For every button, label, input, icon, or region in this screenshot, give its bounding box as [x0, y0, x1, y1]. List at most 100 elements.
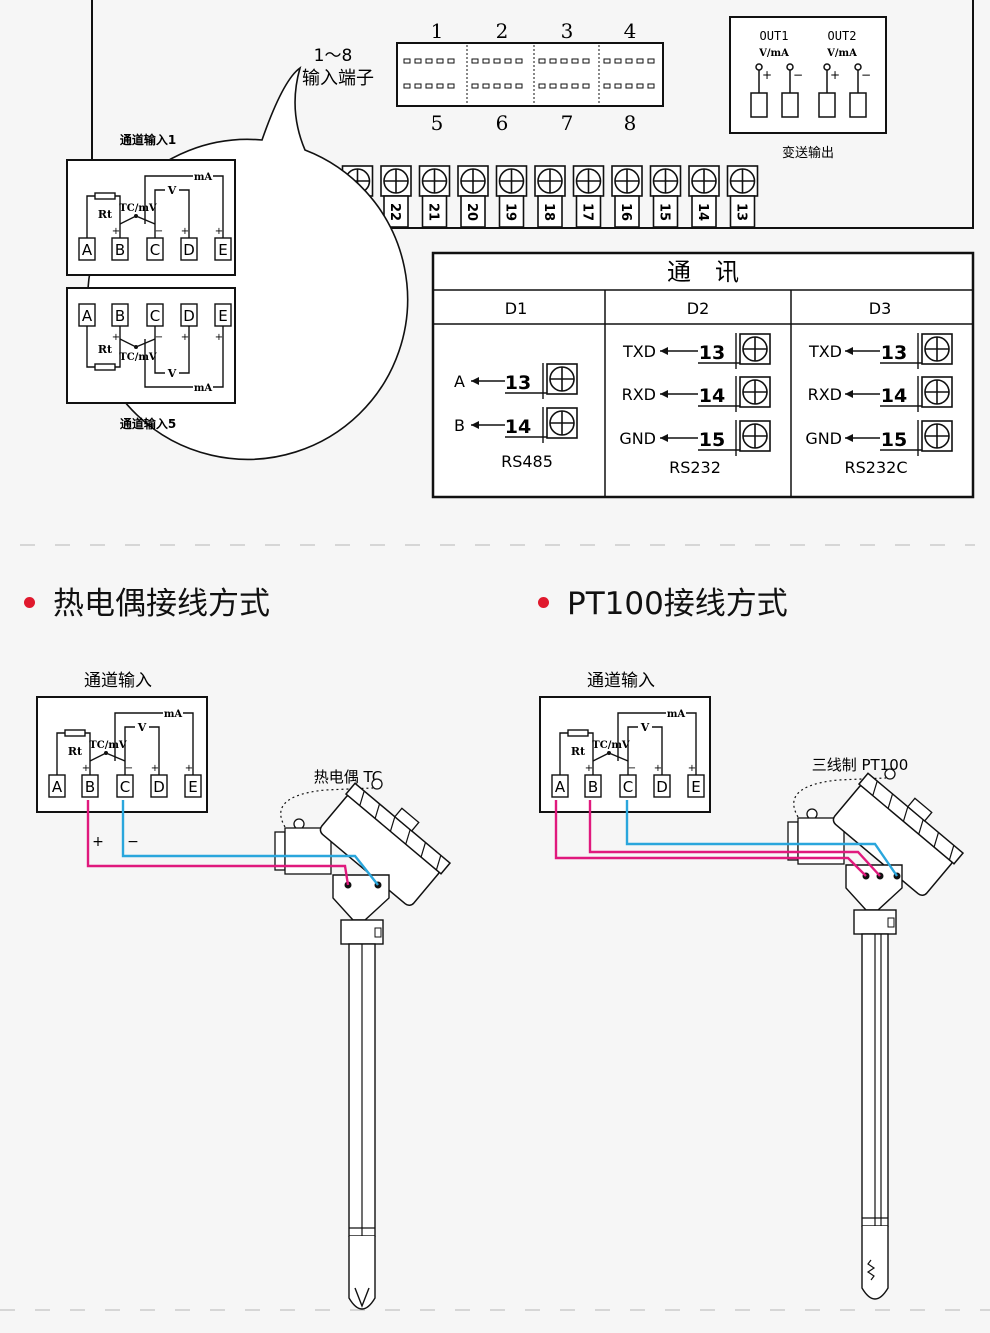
svg-text:+: + [112, 226, 120, 237]
input-pin [636, 58, 644, 64]
chain-ring-icon [371, 778, 383, 790]
plus-sign: + [830, 68, 840, 82]
rear-panel [91, 0, 974, 229]
comm-terminal-number: 14 [881, 385, 907, 407]
input-pin [504, 58, 512, 64]
comm-signal-label: TXD [622, 342, 656, 361]
terminal-number-top: 1 [431, 19, 444, 43]
svg-text:+: + [654, 763, 662, 774]
bullet-icon [24, 597, 35, 608]
screw-terminal: 21 [418, 165, 451, 228]
arrow-left-icon [660, 347, 668, 355]
screw-terminal: 17 [572, 165, 605, 228]
ma-label: mA [667, 709, 686, 720]
out1-label: OUT1 [760, 29, 789, 43]
tc-section-heading: 热电偶接线方式 [24, 578, 270, 622]
channel-terminal-label: B [588, 778, 598, 796]
screw-icon [546, 407, 578, 439]
channel-terminal-label: A [82, 241, 93, 259]
channel-terminal-label: C [150, 307, 160, 325]
comm-signal-label: GND [805, 429, 842, 448]
screw-terminal: 16 [611, 165, 643, 228]
comm-title: 通 讯 [667, 258, 739, 286]
comm-signal-label: RXD [808, 385, 842, 404]
screw-icon [534, 165, 566, 197]
resistor-icon [567, 729, 589, 737]
resistor-icon [64, 729, 86, 737]
screw-icon [457, 165, 489, 197]
screw-terminal: 14 [688, 165, 720, 228]
screw-terminal-number: 20 [464, 203, 479, 221]
channel-terminal-label: A [82, 307, 93, 325]
ma-label: mA [194, 172, 213, 183]
plus-sign: + [762, 68, 772, 82]
screw-terminal: 13 [726, 165, 759, 228]
input-pin [560, 83, 568, 89]
rt-label: Rt [571, 745, 586, 758]
input-pin [636, 83, 644, 89]
sensor-tip [861, 1226, 889, 1300]
arrow-left-icon [471, 377, 479, 385]
terminal-number-bottom: 8 [624, 111, 637, 135]
svg-text:+: + [112, 332, 120, 343]
screw-icon [495, 165, 528, 197]
pt-wire-a [554, 800, 867, 877]
channel-terminal-label: B [85, 778, 95, 796]
svg-text:+: + [181, 332, 189, 343]
screw-terminal-number: 13 [734, 203, 749, 221]
channel-terminal-label: E [691, 778, 700, 796]
transmission-output-block: OUT1 OUT2 V/mA V/mA +−+− 变送输出 [729, 16, 887, 161]
terminal-number-top: 3 [561, 19, 574, 43]
channel-terminal-label: C [120, 778, 130, 796]
comm-terminal-number: 15 [881, 429, 907, 451]
screw-icon [921, 420, 953, 452]
tc-label: TC/mV [119, 203, 157, 214]
tc-heading-text: 热电偶接线方式 [53, 586, 270, 622]
svg-text:−: − [125, 763, 133, 774]
screw-terminal: 20 [457, 165, 489, 228]
svg-text:+: + [181, 226, 189, 237]
channel-terminal-label: A [555, 778, 566, 796]
screw-icon [739, 420, 771, 452]
pt-heading-text: PT100接线方式 [567, 586, 788, 622]
rt-label: Rt [68, 745, 83, 758]
channel-terminal-label: C [150, 241, 160, 259]
screw-icon [921, 333, 953, 365]
svg-text:+: + [215, 226, 223, 237]
input-pin [571, 58, 579, 64]
terminal-number-top: 2 [496, 19, 509, 43]
rt-label: Rt [98, 343, 113, 356]
arrow-left-icon [845, 434, 853, 442]
svg-text:+: + [82, 763, 90, 774]
screw-terminal: 18 [534, 165, 566, 228]
resistor-icon [94, 192, 116, 200]
input-pin [493, 58, 501, 64]
input-pin [504, 83, 512, 89]
input-pin [549, 83, 557, 89]
screw-terminal-number: 19 [503, 203, 518, 221]
comm-signal-label: A [454, 372, 465, 391]
screw-icon [726, 165, 759, 197]
comm-signal-label: RXD [622, 385, 656, 404]
input-terminal-label-range: 1～8 [314, 46, 353, 66]
input-terminal-block: 1 2 3 4 5 6 7 8 1～8 输入端子 [302, 19, 664, 135]
channel-terminal-label: E [218, 307, 227, 325]
input-pin [603, 83, 611, 89]
svg-text:+: + [151, 763, 159, 774]
screw-terminal-number: 16 [618, 203, 633, 221]
svg-text:+: + [215, 332, 223, 343]
v-label: V [137, 721, 147, 734]
output-terminal [849, 92, 867, 118]
minus-sign: − [793, 68, 803, 82]
output-terminal [750, 92, 768, 118]
tc-plus-label: + [92, 834, 104, 850]
input-pin [647, 83, 655, 89]
channel1-label: 通道输入1 [120, 132, 176, 147]
comm-terminal-number: 13 [881, 342, 907, 364]
pt-section-heading: PT100接线方式 [538, 578, 788, 622]
input-pin [603, 58, 611, 64]
rt-label: Rt [98, 208, 113, 221]
v-label: V [167, 184, 177, 197]
